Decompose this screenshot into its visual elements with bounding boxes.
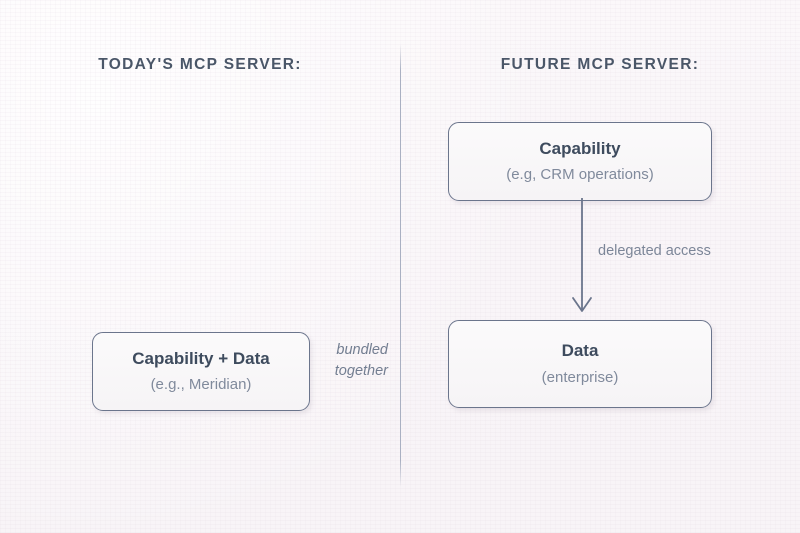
page-title-today: TODAY'S MCP SERVER: — [98, 56, 302, 73]
node-title: Capability + Data — [132, 348, 270, 368]
node-title: Data — [561, 341, 599, 361]
arrow-label-delegated-access: delegated access — [598, 243, 711, 259]
annotation-bundled-together: bundled together — [310, 340, 388, 382]
node-capability[interactable]: Capability (e.g, CRM operations) — [448, 122, 712, 201]
node-subtitle: (enterprise) — [541, 368, 619, 386]
arrow-down-icon — [572, 198, 592, 312]
node-subtitle: (e.g., Meridian) — [150, 376, 252, 394]
vertical-divider — [400, 44, 402, 487]
node-capability-plus-data[interactable]: Capability + Data (e.g., Meridian) — [92, 332, 310, 411]
annotation-line-2: together — [334, 363, 388, 380]
node-subtitle: (e.g, CRM operations) — [506, 166, 654, 184]
annotation-line-1: bundled — [336, 342, 388, 358]
page-title-future: FUTURE MCP SERVER: — [500, 56, 700, 73]
node-data[interactable]: Data (enterprise) — [448, 320, 712, 408]
node-title: Capability — [539, 138, 621, 158]
